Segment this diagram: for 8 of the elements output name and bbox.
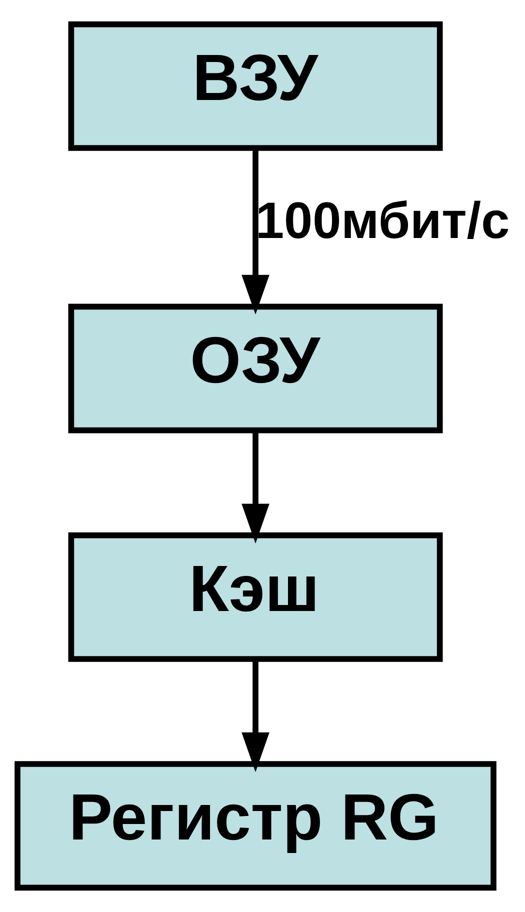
arrow	[242, 430, 270, 544]
node-box: ВЗУ	[68, 21, 443, 151]
edge-label: 100мбит/с	[256, 192, 510, 250]
node-box: ОЗУ	[68, 304, 443, 434]
arrow	[242, 148, 270, 315]
node-box: Кэш	[68, 532, 443, 662]
arrow	[242, 660, 270, 772]
node-box: Регистр RG	[14, 761, 496, 891]
